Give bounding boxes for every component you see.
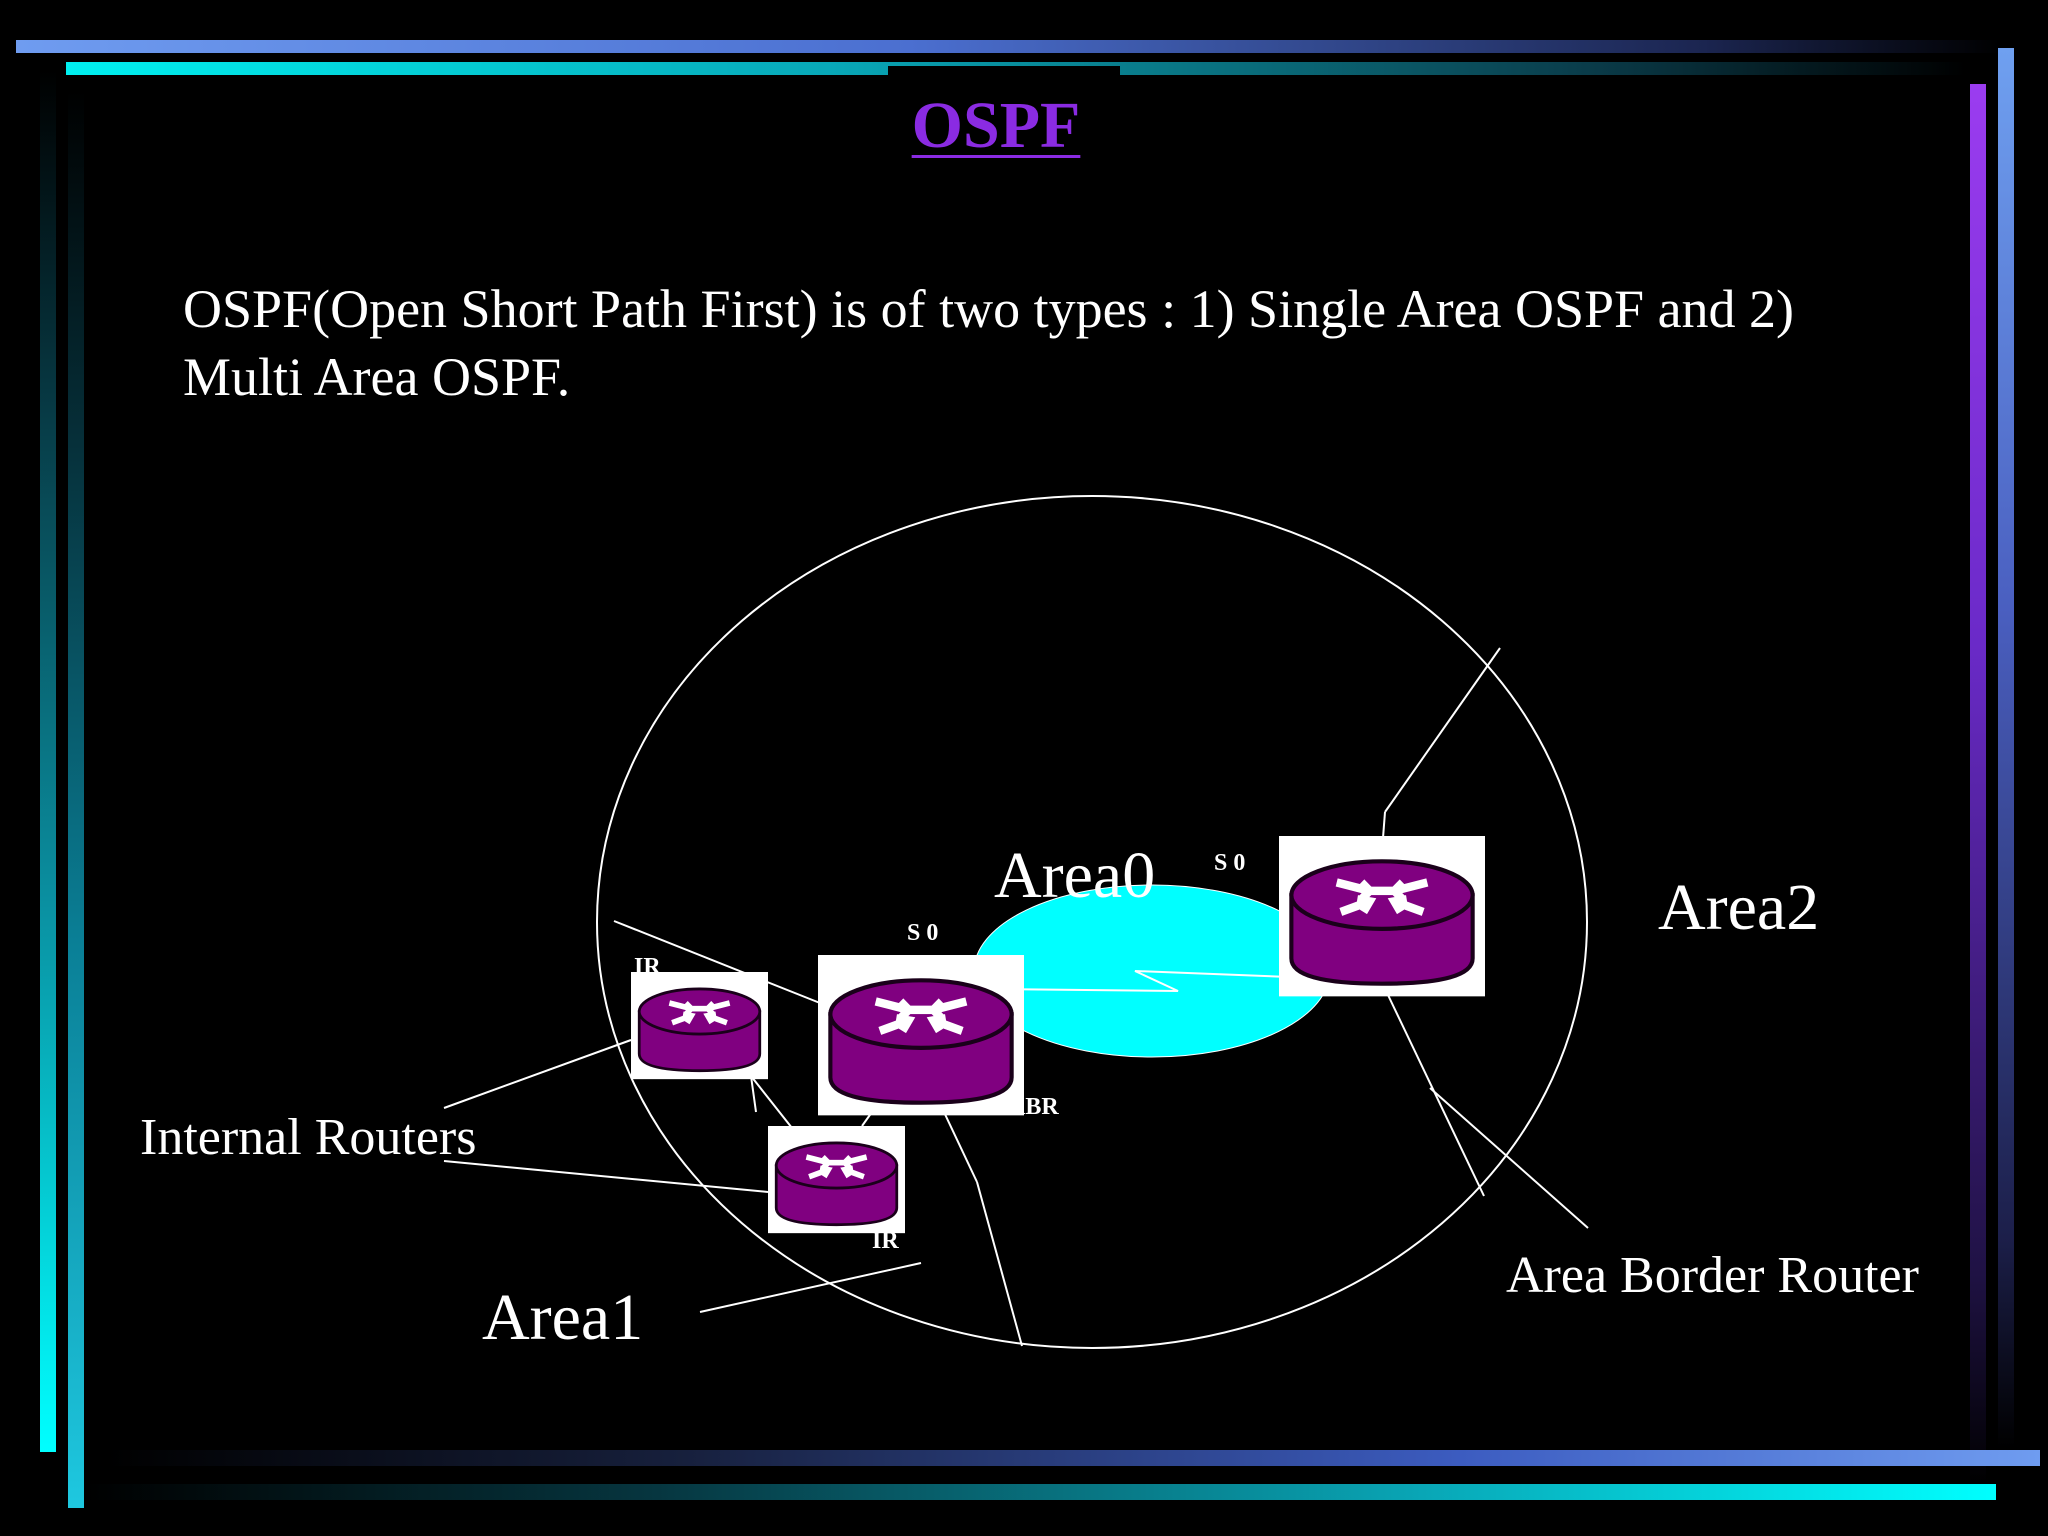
interface-label: S 0 bbox=[907, 920, 939, 946]
frame-left-outer bbox=[40, 70, 56, 1452]
router-icon bbox=[768, 1126, 905, 1233]
title-backdrop bbox=[888, 66, 1120, 86]
abr-callout-line bbox=[1429, 1087, 1589, 1229]
area2-boundary-line-low bbox=[1387, 994, 1485, 1197]
internal-routers-callout: Internal Routers bbox=[140, 1109, 477, 1166]
router-icon bbox=[818, 955, 1024, 1115]
frame-left-inner bbox=[68, 90, 84, 1508]
area1-label: Area1 bbox=[482, 1281, 644, 1354]
area2-boundary-line-top bbox=[1384, 647, 1501, 813]
area1-callout-line bbox=[699, 1262, 922, 1313]
area-border-router-callout: Area Border Router bbox=[1506, 1247, 1919, 1304]
area-boundary-ellipse bbox=[596, 495, 1588, 1349]
link-ir1-ir2-arrow bbox=[750, 1075, 757, 1113]
router-tag-ir: IR bbox=[634, 954, 661, 980]
frame-top-outer bbox=[16, 40, 2002, 53]
area1-boundary-lower-b bbox=[976, 1181, 1023, 1347]
area0-label: Area0 bbox=[994, 839, 1156, 912]
page-title: OSPF bbox=[911, 89, 1081, 162]
link-ir1-ir2 bbox=[750, 1075, 793, 1129]
area1-boundary-lower-a bbox=[942, 1109, 978, 1183]
frame-bottom-inner bbox=[84, 1484, 1996, 1500]
internal-routers-callout-1 bbox=[443, 1039, 632, 1109]
interface-label: S 0 bbox=[1214, 850, 1246, 876]
serial-link bbox=[989, 970, 1316, 992]
internal-routers-callout-2 bbox=[443, 1160, 769, 1193]
area2-label: Area2 bbox=[1658, 871, 1820, 944]
area2-boundary-line-mid bbox=[1382, 811, 1386, 839]
router-tag-ir: IR bbox=[872, 1228, 899, 1254]
body-text: OSPF(Open Short Path First) is of two ty… bbox=[183, 279, 1795, 407]
area1-boundary-upper bbox=[613, 920, 821, 1004]
frame-right-outer bbox=[1998, 48, 2014, 1448]
frame-right-inner bbox=[1970, 84, 1986, 1484]
router-icon bbox=[1279, 836, 1485, 996]
frame-bottom-outer bbox=[106, 1450, 2040, 1466]
router-tag-abr: ABR bbox=[1008, 1094, 1059, 1120]
router-icon bbox=[631, 972, 768, 1079]
